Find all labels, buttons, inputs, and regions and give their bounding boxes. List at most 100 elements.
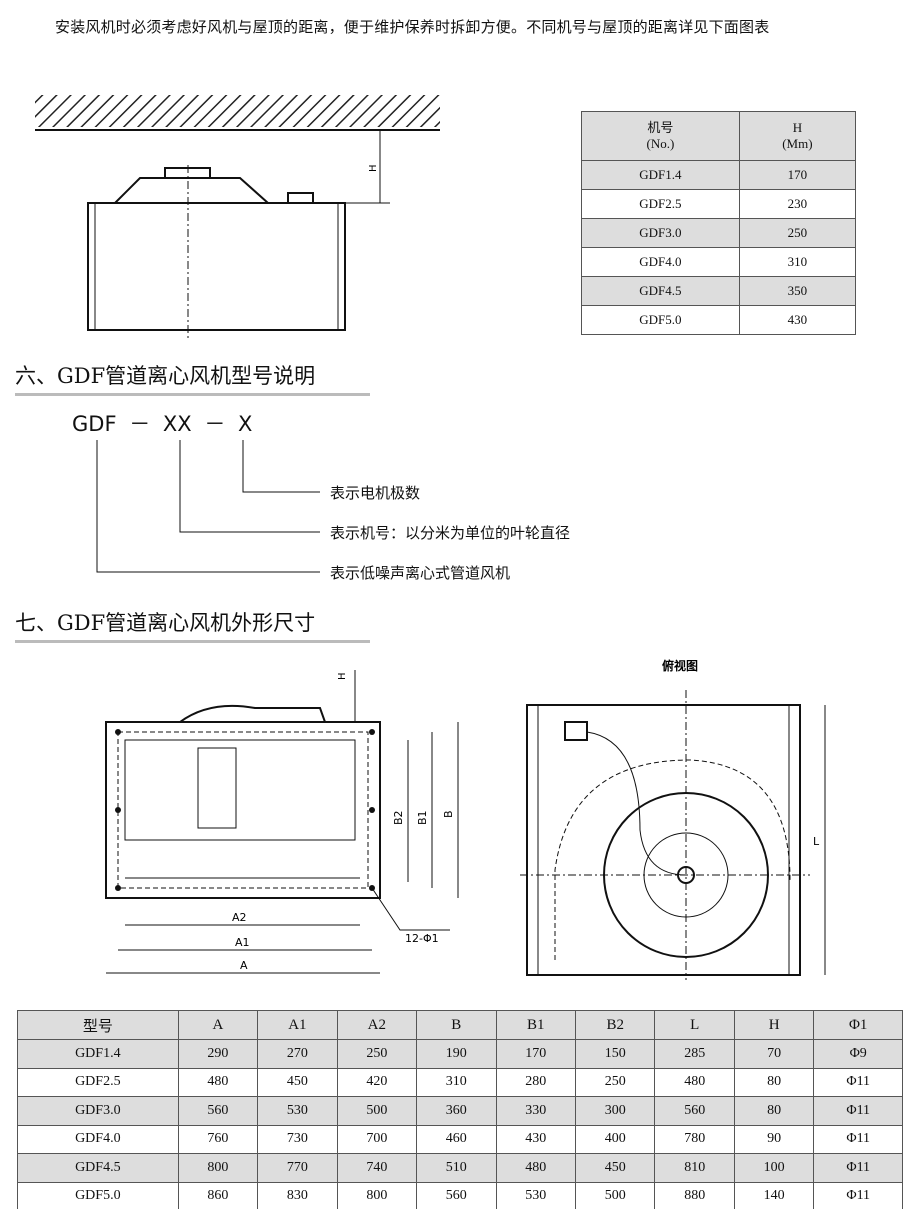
table-cell: 700 xyxy=(336,1124,418,1154)
h-dimension-label: H xyxy=(368,164,379,172)
table-cell: 830 xyxy=(257,1181,338,1209)
table-cell: 285 xyxy=(654,1039,735,1069)
table-cell: 70 xyxy=(733,1039,815,1069)
h-label: H xyxy=(337,672,348,680)
table-cell: 760 xyxy=(177,1124,259,1154)
table-cell: 290 xyxy=(177,1039,259,1069)
desc-number: 表示机号：以分米为单位的叶轮直径 xyxy=(330,524,571,542)
table-cell: 400 xyxy=(574,1124,656,1154)
table-cell: 250 xyxy=(336,1039,418,1069)
table-cell: 530 xyxy=(495,1181,577,1209)
table-cell: 500 xyxy=(574,1181,656,1209)
table-cell: 450 xyxy=(574,1153,656,1183)
section-7-heading: 七、GDF管道离心风机外形尺寸 xyxy=(15,607,370,643)
table-cell: 480 xyxy=(177,1067,259,1097)
table-cell: 430 xyxy=(495,1124,577,1154)
table-cell: 450 xyxy=(257,1067,338,1097)
table-cell: 310 xyxy=(416,1067,497,1097)
a2-label: A2 xyxy=(232,911,247,924)
table-cell: 780 xyxy=(654,1124,735,1154)
table-cell: Φ11 xyxy=(813,1181,903,1209)
fan-body xyxy=(87,202,346,331)
table-cell: 80 xyxy=(733,1067,815,1097)
table-cell: 510 xyxy=(416,1153,497,1183)
table-cell: 270 xyxy=(257,1039,338,1069)
table-cell: 300 xyxy=(574,1096,656,1126)
table-cell: Φ11 xyxy=(813,1096,903,1126)
table-cell: 250 xyxy=(574,1067,656,1097)
table-cell: 100 xyxy=(733,1153,815,1183)
table-cell: GDF5.0 xyxy=(17,1181,179,1209)
table-cell: GDF3.0 xyxy=(17,1096,179,1126)
table-cell: 90 xyxy=(733,1124,815,1154)
table-cell: 80 xyxy=(733,1096,815,1126)
table-cell: 500 xyxy=(336,1096,418,1126)
table-cell: 460 xyxy=(416,1124,497,1154)
table-cell: 530 xyxy=(257,1096,338,1126)
top-view-title: 俯视图 xyxy=(662,658,698,673)
table-cell: GDF1.4 xyxy=(17,1039,179,1069)
b1-label: B1 xyxy=(416,810,429,825)
header-no: 机号(No.) xyxy=(581,111,740,161)
l-label: L xyxy=(813,835,820,848)
holes-label: 12-Φ1 xyxy=(405,932,439,945)
table-cell: 480 xyxy=(654,1067,735,1097)
table-cell: 770 xyxy=(257,1153,338,1183)
table-cell: Φ11 xyxy=(813,1067,903,1097)
table-cell: 420 xyxy=(336,1067,418,1097)
table-cell: 560 xyxy=(416,1181,497,1209)
b2-label: B2 xyxy=(392,810,405,825)
table-cell: 170 xyxy=(495,1039,577,1069)
table-cell: Φ11 xyxy=(813,1153,903,1183)
header-h: H(Mm) xyxy=(738,111,857,161)
table-cell: 360 xyxy=(416,1096,497,1126)
desc-poles: 表示电机极数 xyxy=(330,484,421,502)
table-cell: 150 xyxy=(574,1039,656,1069)
intro-text: 安装风机时必须考虑好风机与屋顶的距离，便于维护保养时拆卸方便。不同机号与屋顶的距… xyxy=(55,18,770,36)
table-cell: 730 xyxy=(257,1124,338,1154)
ceiling-hatch xyxy=(35,95,440,127)
model-code: GDF － XX － X xyxy=(72,412,253,436)
table-cell: 860 xyxy=(177,1181,259,1209)
a1-label: A1 xyxy=(235,936,250,949)
table-cell: 330 xyxy=(495,1096,577,1126)
table-cell: 800 xyxy=(336,1181,418,1209)
table-cell: 560 xyxy=(177,1096,259,1126)
desc-type: 表示低噪声离心式管道风机 xyxy=(330,564,511,582)
model-code-leader-lines xyxy=(96,440,320,573)
table-cell: 800 xyxy=(177,1153,259,1183)
section-6-heading: 六、GDF管道离心风机型号说明 xyxy=(15,360,370,396)
a-label: A xyxy=(240,959,248,972)
table-cell: 880 xyxy=(654,1181,735,1209)
table-cell: Φ9 xyxy=(813,1039,903,1069)
table-cell: 190 xyxy=(416,1039,497,1069)
table-cell: 280 xyxy=(495,1067,577,1097)
side-view: H B2 B1 B A2 A1 A 12-Φ1 xyxy=(105,670,459,974)
dimension-drawings: H B2 B1 B A2 A1 A 12-Φ1 俯视图 L xyxy=(105,658,826,980)
table-cell: GDF2.5 xyxy=(17,1067,179,1097)
b-label: B xyxy=(442,810,455,818)
table-cell: 740 xyxy=(336,1153,418,1183)
table-cell: Φ11 xyxy=(813,1124,903,1154)
table-cell: 560 xyxy=(654,1096,735,1126)
table-cell: 140 xyxy=(733,1181,815,1209)
table-cell: GDF4.5 xyxy=(17,1153,179,1183)
top-view: 俯视图 L xyxy=(520,658,826,980)
table-cell: 480 xyxy=(495,1153,577,1183)
